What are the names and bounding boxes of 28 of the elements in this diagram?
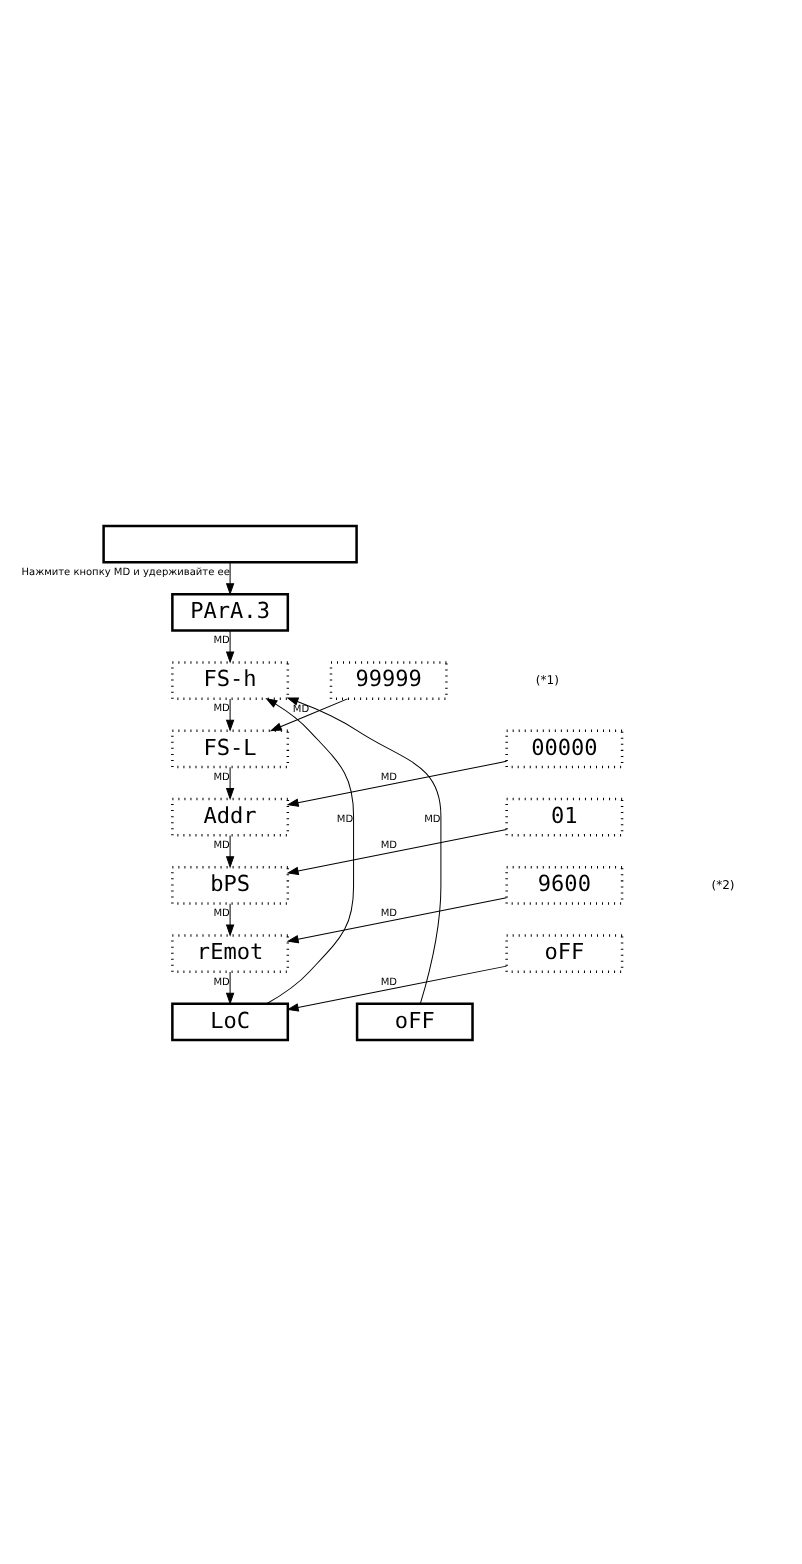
node-box: rEmot	[171, 933, 290, 972]
arrow	[226, 697, 235, 730]
arrow	[226, 834, 235, 867]
arrow	[226, 902, 235, 935]
arrow	[266, 697, 355, 1004]
node-box: LoC	[171, 1001, 290, 1041]
node-box: 01	[505, 796, 624, 836]
arrow	[226, 765, 235, 799]
arrow	[287, 828, 508, 874]
node-box: 9600	[505, 865, 624, 904]
node-box: Addr	[171, 796, 290, 836]
node-box: oFF	[505, 933, 624, 972]
node-box	[102, 523, 358, 563]
node-box: FS-L	[171, 728, 290, 768]
arrow	[287, 896, 508, 943]
node-box: 99999	[329, 660, 448, 699]
arrow	[226, 970, 235, 1003]
node-box: FS-h	[171, 660, 290, 699]
arrow	[226, 561, 235, 594]
node-box: PArA.3	[171, 592, 290, 631]
node-box: oFF	[355, 1001, 474, 1041]
arrow	[287, 759, 508, 806]
arrow	[287, 964, 508, 1011]
arrow	[287, 696, 442, 1004]
arrow	[270, 697, 348, 731]
node-box: bPS	[171, 865, 290, 904]
node-box: 00000	[505, 728, 624, 768]
arrow	[226, 629, 235, 662]
